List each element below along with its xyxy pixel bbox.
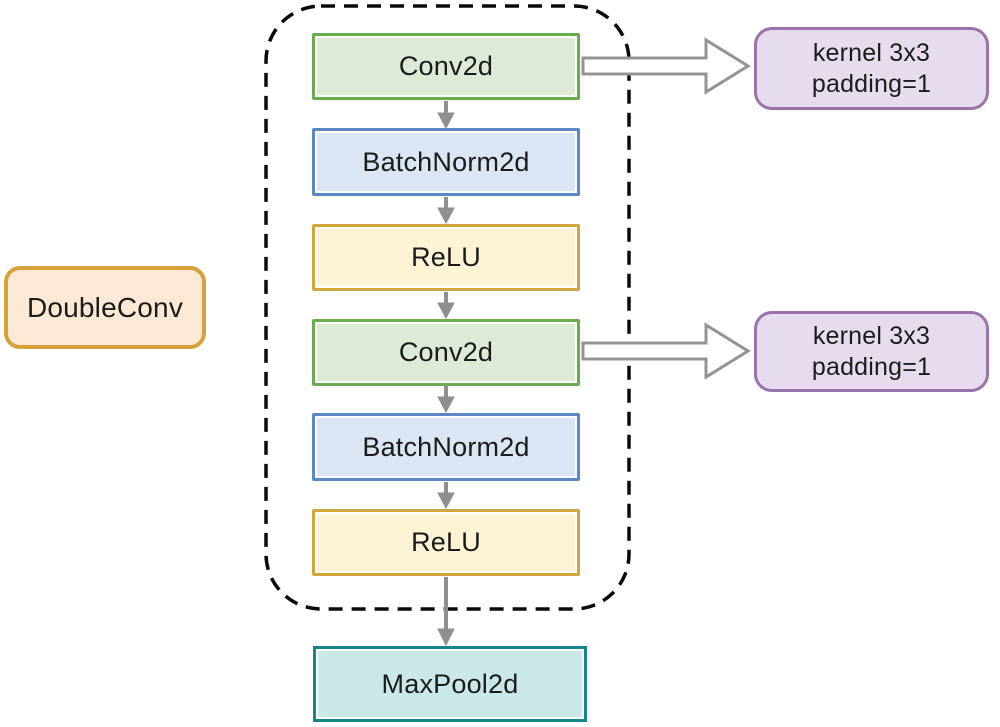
layer-label: BatchNorm2d [362, 431, 530, 462]
layer-label: Conv2d [398, 337, 494, 367]
block-arrow-right-icon [581, 37, 751, 95]
layer-box-conv2d-1: Conv2d [312, 33, 580, 100]
layer-box-maxpool2d: MaxPool2d [313, 646, 587, 722]
annotation-kernel-2: kernel 3x3 padding=1 [754, 311, 989, 392]
layer-label: BatchNorm2d [362, 146, 530, 177]
layer-box-batchnorm2d-1: BatchNorm2d [312, 128, 580, 196]
arrow-down-icon [437, 482, 455, 510]
annotation-line: padding=1 [811, 69, 932, 98]
layer-label: Conv2d [398, 51, 494, 81]
arrow-down-icon [437, 101, 455, 130]
arrow-down-icon [437, 292, 455, 320]
arrow-down-icon [437, 197, 455, 225]
layer-box-batchnorm2d-2: BatchNorm2d [312, 413, 580, 481]
annotation-line: padding=1 [811, 352, 932, 381]
arrow-down-icon [437, 386, 455, 414]
layer-label: MaxPool2d [381, 668, 519, 699]
annotation-line: kernel 3x3 [812, 38, 931, 67]
layer-box-relu-1: ReLU [312, 224, 580, 291]
doubleconv-label-text: DoubleConv [26, 291, 184, 323]
layer-label: ReLU [411, 242, 481, 272]
annotation-kernel-1: kernel 3x3 padding=1 [754, 27, 989, 110]
layer-box-relu-2: ReLU [312, 509, 580, 576]
layer-box-conv2d-2: Conv2d [312, 319, 580, 386]
layer-label: ReLU [411, 527, 481, 557]
annotation-line: kernel 3x3 [812, 321, 931, 350]
block-arrow-right-icon [581, 322, 751, 380]
doubleconv-group-label: DoubleConv [4, 266, 206, 349]
arrow-down-icon [437, 577, 455, 647]
